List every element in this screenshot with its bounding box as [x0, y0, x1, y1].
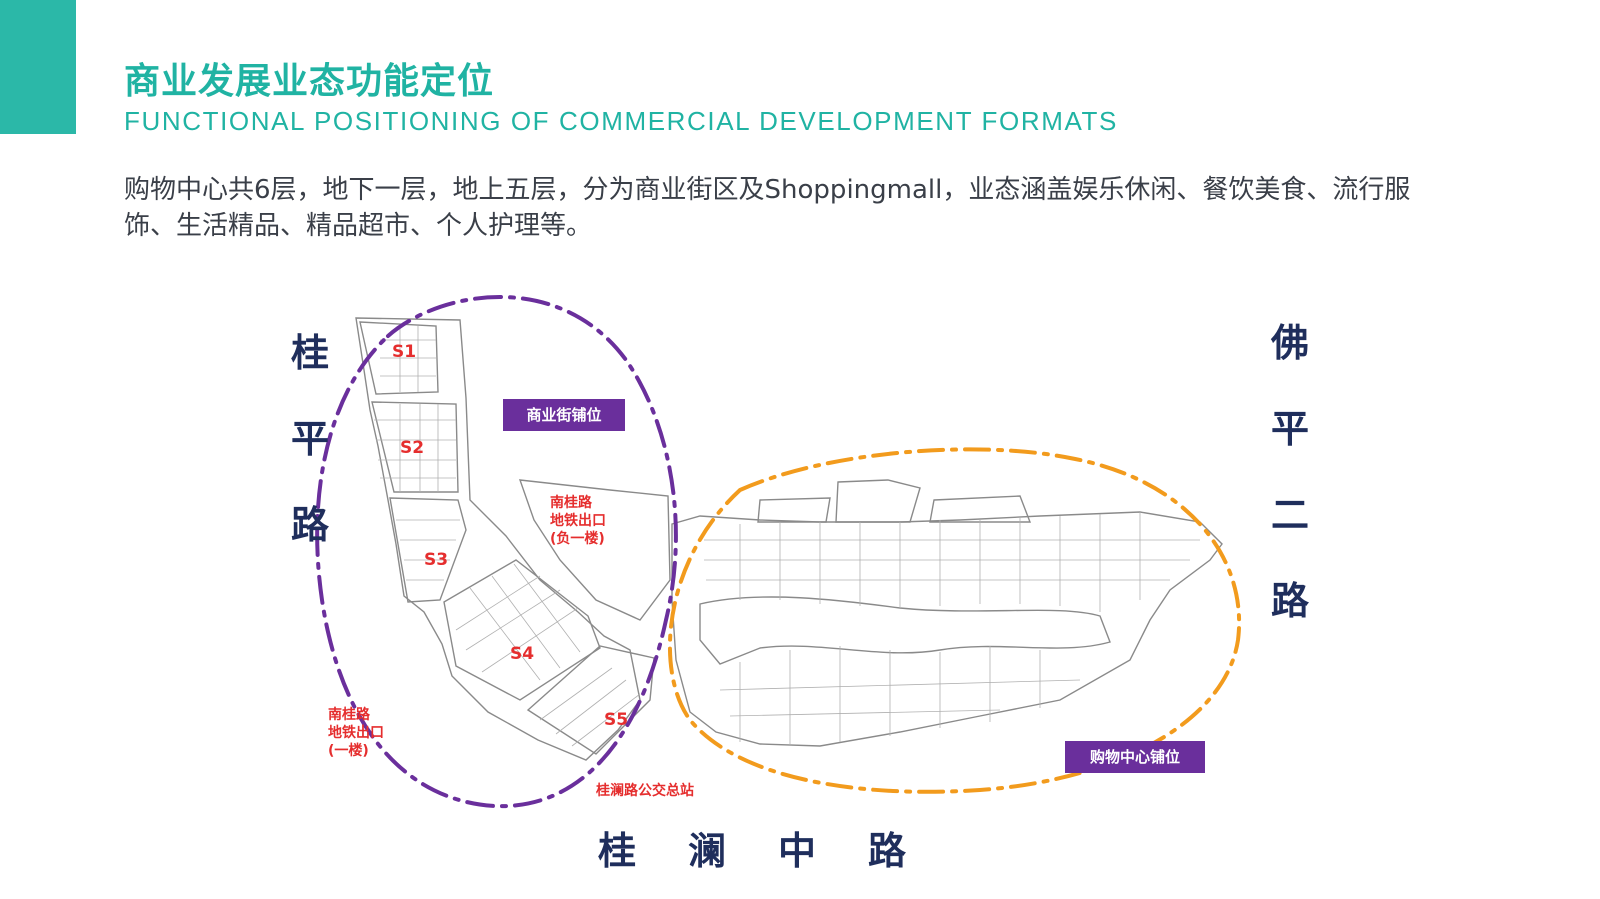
road-char: 路 — [1270, 579, 1309, 623]
street-zone-tag: 商业街铺位 — [503, 399, 625, 431]
road-char: 路 — [290, 503, 329, 547]
road-label-fopinger: 佛 平 二 路 — [1268, 300, 1312, 644]
shop-label-s5: S5 — [604, 710, 629, 730]
exit-line: 南桂路 — [550, 495, 592, 511]
exit-line: 南桂路 — [328, 707, 370, 723]
metro-exit-b1-label: 南桂路 地铁出口 (负一楼) — [550, 494, 606, 548]
road-char: 桂 — [290, 331, 329, 375]
bus-terminal-label: 桂澜路公交总站 — [596, 783, 694, 799]
mall-block-outline — [671, 479, 1223, 747]
shop-label-s1: S1 — [392, 342, 417, 362]
street-block-outline — [355, 317, 671, 761]
shop-label-s4: S4 — [510, 644, 535, 664]
metro-exit-f1-label: 南桂路 地铁出口 (一楼) — [328, 706, 384, 760]
road-label-guilanzhong: 桂澜中路 — [598, 829, 959, 873]
mall-shop-grid — [704, 512, 1200, 746]
shop-label-s2: S2 — [400, 438, 425, 458]
street-shop-grid — [374, 326, 641, 747]
shop-label-s3: S3 — [424, 550, 449, 570]
page-subtitle: FUNCTIONAL POSITIONING OF COMMERCIAL DEV… — [124, 106, 1118, 136]
exit-line: (一楼) — [328, 743, 369, 759]
exit-line: 地铁出口 — [550, 513, 606, 529]
description-text: 购物中心共6层，地下一层，地上五层，分为商业街区及Shoppingmall，业态… — [124, 175, 1411, 241]
mall-zone-boundary — [667, 447, 1242, 794]
mall-zone-tag: 购物中心铺位 — [1065, 741, 1205, 773]
exit-line: 地铁出口 — [328, 725, 384, 741]
road-char: 二 — [1270, 493, 1309, 537]
road-char: 平 — [290, 417, 329, 461]
road-char: 佛 — [1270, 321, 1309, 365]
header-accent-bar — [0, 0, 76, 134]
road-label-guiping: 桂 平 路 — [288, 310, 332, 568]
street-zone-boundary — [315, 295, 678, 809]
page-title: 商业发展业态功能定位 — [124, 61, 495, 102]
exit-line: (负一楼) — [550, 531, 605, 547]
road-char: 平 — [1270, 407, 1309, 451]
